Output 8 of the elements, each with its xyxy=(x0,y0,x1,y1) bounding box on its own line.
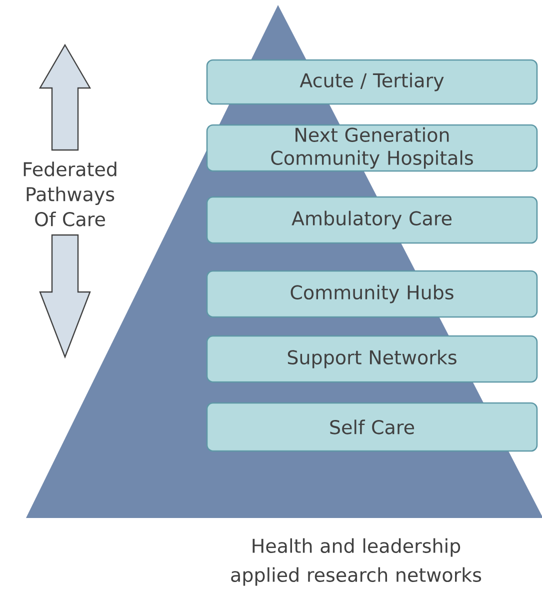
side-label: Federated Pathways Of Care xyxy=(24,162,116,226)
caption: Health and leadership applied research networks xyxy=(231,538,482,586)
layer-box: Next Generation Community Hospitals xyxy=(206,124,538,172)
layer-box: Support Networks xyxy=(206,335,538,383)
layer-box: Self Care xyxy=(206,402,538,452)
layer-box: Ambulatory Care xyxy=(206,196,538,244)
layer-box: Acute / Tertiary xyxy=(206,59,538,105)
layer-box: Community Hubs xyxy=(206,270,538,318)
